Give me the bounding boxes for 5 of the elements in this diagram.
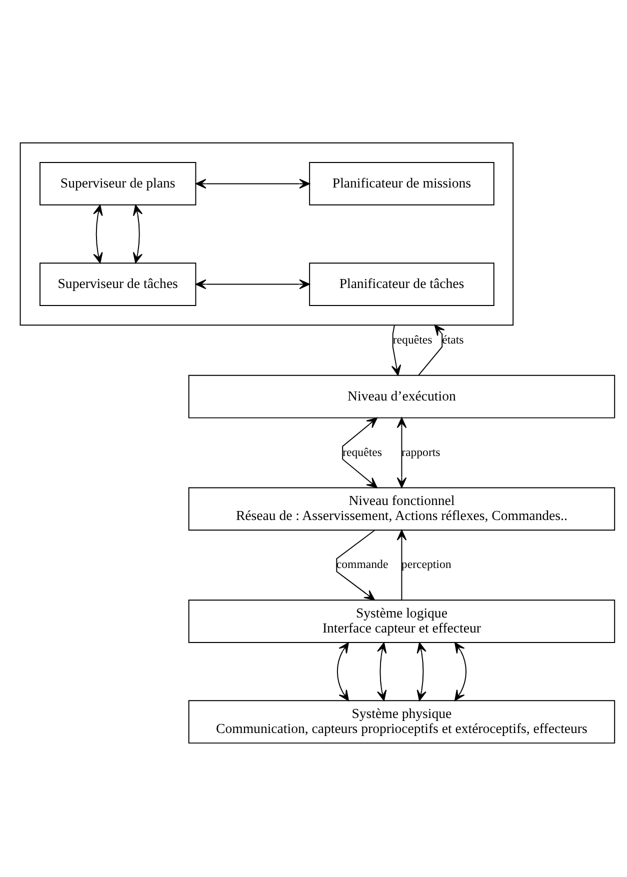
edge-label: perception (401, 556, 452, 571)
edge-label: états (442, 332, 464, 346)
edge-label: rapports (402, 444, 440, 458)
edge-label: requêtes (342, 444, 382, 458)
edge-label: commande (336, 556, 388, 571)
